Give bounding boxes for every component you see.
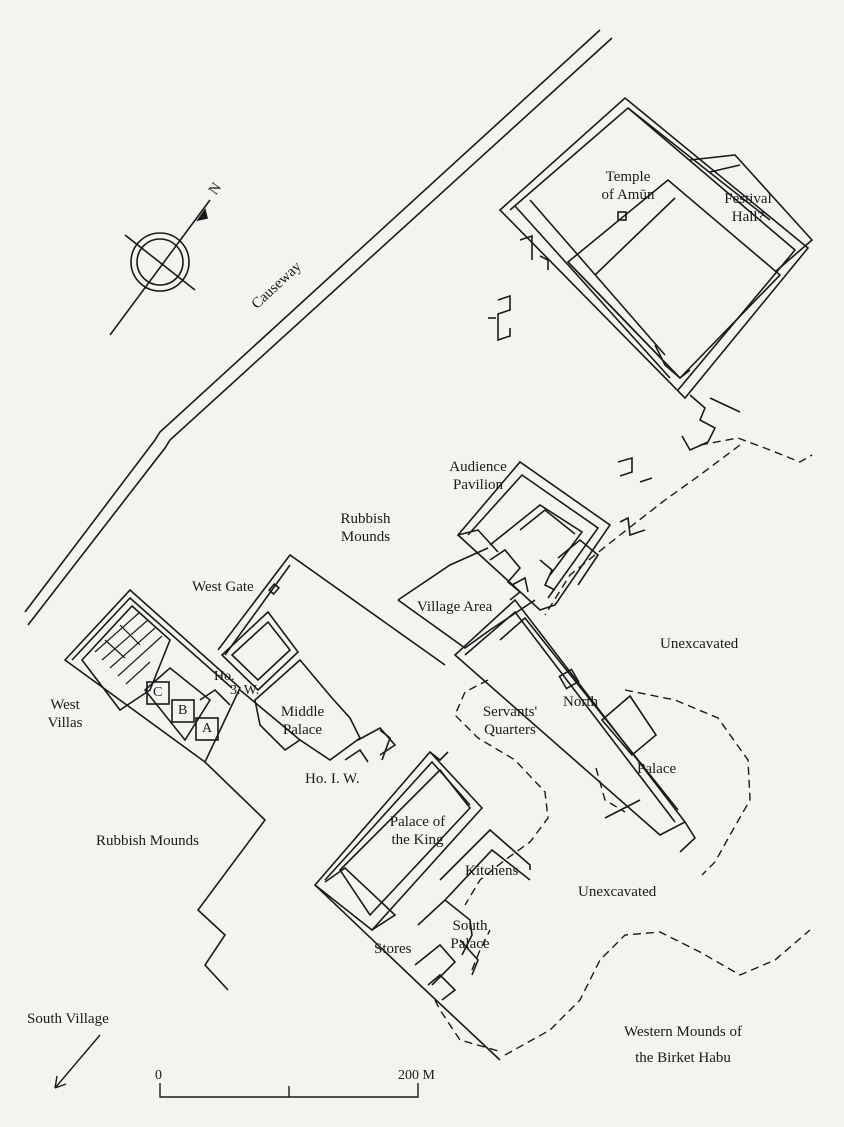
label-middle-palace: Middle Palace [270, 703, 335, 739]
label-festival-hall: Festival Hall? [713, 190, 783, 226]
south-village-arrow-icon [54, 1034, 101, 1089]
label-ho3w-line2: 3. W. [230, 683, 260, 698]
label-rubbish-top-line1: Rubbish [340, 511, 391, 527]
north-arrow-icon [109, 199, 211, 336]
label-south-palace-line1: South [452, 918, 488, 934]
label-rubbish-mounds-west: Rubbish Mounds [96, 833, 199, 849]
causeway-road [24, 29, 613, 626]
palace-of-the-king [313, 729, 484, 986]
label-festival-line1: Festival [724, 191, 772, 207]
west-boundary-wall [196, 689, 301, 991]
label-middle-palace-line1: Middle [280, 704, 325, 720]
label-servants-line2: Quarters [484, 722, 536, 738]
label-villa-b: B [178, 703, 188, 718]
scale-bar [159, 1083, 419, 1098]
label-west-gate: West Gate [192, 579, 254, 595]
label-palace-king-line1: Palace of [389, 814, 446, 830]
label-middle-palace-line2: Palace [282, 722, 323, 738]
label-villa-a: A [202, 721, 213, 736]
label-west-villas-line1: West [50, 697, 80, 713]
label-west-villas-line2: Villas [47, 715, 83, 731]
label-unexcavated-south: Unexcavated [578, 884, 657, 900]
village-area [397, 547, 536, 649]
label-south-village: South Village [27, 1011, 109, 1027]
label-temple-line1: Temple [605, 169, 651, 185]
temple-of-amun [488, 96, 814, 452]
north-palace-complex [453, 456, 697, 853]
middle-palace-enclosure [217, 553, 446, 763]
scale-end-label: 200 M [398, 1068, 435, 1083]
label-south-palace: South Palace [440, 917, 500, 953]
label-palace-king-line2: the King [391, 832, 444, 848]
label-north-palace-palace: Palace [637, 761, 677, 777]
label-audience-pavilion: Audience Pavilion [438, 458, 518, 494]
label-servants-line1: Servants' [482, 704, 538, 720]
label-servants-quarters: Servants' Quarters [470, 703, 550, 739]
south-palace-complex [414, 828, 531, 1061]
label-ho-3w: Ho. 3. W. [200, 668, 259, 700]
label-temple-line2: of Amūn [601, 187, 655, 203]
label-festival-line2: Hall? [731, 209, 765, 225]
label-kitchens: Kitchens [465, 863, 519, 879]
label-south-palace-line2: Palace [450, 936, 490, 952]
scale-start-label: 0 [155, 1068, 162, 1083]
label-north-palace-north: North [563, 694, 598, 710]
label-palace-of-the-king: Palace of the King [380, 813, 455, 849]
label-ho3w-line1: Ho. [214, 669, 235, 684]
label-western-mounds-line2: the Birket Habu [635, 1050, 731, 1066]
label-temple-of-amun: Temple of Amūn [588, 168, 668, 204]
label-village-area: Village Area [417, 599, 493, 615]
label-villa-c: C [153, 685, 163, 700]
label-rubbish-top-line2: Mounds [340, 529, 391, 545]
label-western-mounds-line1: Western Mounds of [624, 1024, 742, 1040]
label-west-villas: West Villas [35, 696, 95, 732]
label-audience-line2: Pavilion [452, 477, 503, 493]
label-western-mounds: Western Mounds of the Birket Habu [608, 1023, 758, 1067]
label-ho-1w: Ho. I. W. [305, 771, 360, 787]
label-audience-line1: Audience [449, 459, 507, 475]
west-villas [63, 588, 241, 764]
label-unexcavated-east: Unexcavated [660, 636, 739, 652]
label-stores: Stores [374, 941, 412, 957]
excavation-boundary [434, 437, 813, 1056]
label-rubbish-mounds-north: Rubbish Mounds [328, 510, 403, 546]
